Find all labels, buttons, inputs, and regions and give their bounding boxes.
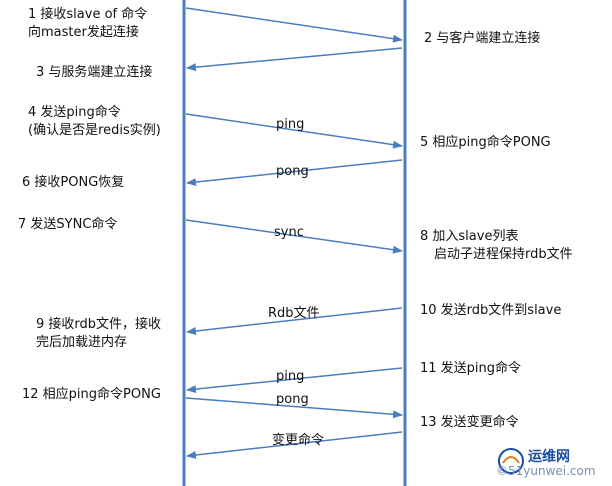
arrow-ping-1 (185, 113, 403, 149)
message-pong-1: pong (276, 164, 309, 179)
arrow-sync (185, 219, 403, 254)
message-sync: sync (274, 225, 304, 240)
step-2-label: 2 与客户端建立连接 (424, 31, 541, 46)
arrow-change (186, 431, 403, 459)
step-7-label: 7 发送SYNC命令 (18, 217, 118, 232)
arrow-ping-2 (186, 367, 403, 394)
step-4-label: 4 发送ping命令 (确认是否是redis实例) (28, 104, 161, 140)
step-6-label: 6 接收PONG恢复 (22, 175, 125, 190)
message-pong-2: pong (276, 392, 309, 407)
step-1-line-1: 1 接收slave of 命令 (28, 7, 148, 22)
step-9-line-2: 完后加载进内存 (36, 335, 128, 350)
watermark-logo-text: 运维网 (528, 449, 570, 465)
step-4-line-1: 4 发送ping命令 (28, 105, 121, 120)
arrow-connected (186, 47, 403, 72)
arrow-pong-1 (186, 159, 403, 187)
step-8-line-2: 启动子进程保持rdb文件 (434, 247, 573, 262)
message-ping-2: ping (276, 369, 305, 384)
step-8-label: 8 加入slave列表 启动子进程保持rdb文件 (420, 228, 573, 264)
step-9-line-1: 9 接收rdb文件，接收 (36, 317, 162, 332)
step-11-label: 11 发送ping命令 (420, 361, 522, 376)
watermark-site-text: ©51yunwei.com (496, 464, 596, 478)
message-ping-1: ping (276, 117, 305, 132)
step-1-line-2: 向master发起连接 (28, 25, 139, 40)
step-1-label: 1 接收slave of 命令 向master发起连接 (28, 6, 147, 42)
site-watermark: 运维网 ©51yunwei.com (494, 446, 606, 482)
message-change-command: 变更命令 (272, 433, 325, 448)
message-rdb-file: Rdb文件 (268, 306, 320, 321)
step-12-label: 12 相应ping命令PONG (22, 387, 161, 402)
step-8-line-1: 8 加入slave列表 (420, 229, 519, 244)
arrow-connect (185, 7, 403, 43)
step-4-line-2: (确认是否是redis实例) (28, 123, 161, 138)
step-5-label: 5 相应ping命令PONG (420, 135, 551, 150)
step-13-label: 13 发送变更命令 (420, 415, 519, 430)
step-10-label: 10 发送rdb文件到slave (420, 303, 562, 318)
step-3-label: 3 与服务端建立连接 (36, 65, 153, 80)
arrow-pong-2 (185, 397, 403, 419)
arrow-rdb (186, 307, 403, 335)
step-9-label: 9 接收rdb文件，接收 完后加载进内存 (36, 316, 161, 352)
watermark-logo-icon (498, 448, 524, 474)
